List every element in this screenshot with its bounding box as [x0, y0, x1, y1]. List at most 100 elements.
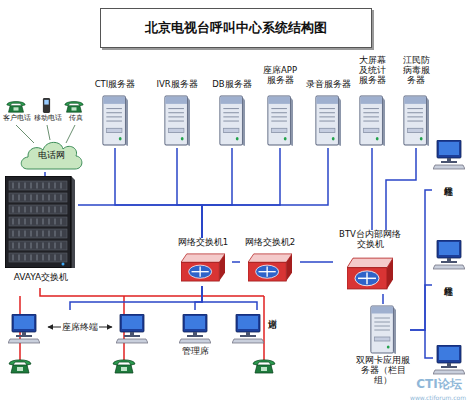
- icon-part: [55, 207, 56, 213]
- icon-part: [11, 365, 29, 373]
- icon-part: [271, 128, 287, 132]
- network-link: [202, 148, 280, 238]
- icon-part: [223, 121, 239, 122]
- icon-part: [37, 195, 38, 201]
- server-box: 江民防病毒服务器: [396, 56, 436, 148]
- icon-part: [65, 102, 83, 106]
- icon-part: [25, 219, 26, 225]
- icon-part: [37, 231, 38, 237]
- server-box: CTI服务器: [90, 80, 140, 148]
- icon-part: [37, 255, 38, 261]
- icon-part: [220, 96, 243, 145]
- icon-part: [31, 243, 32, 249]
- node-label: 双网卡应用服务器（栏目组）: [356, 356, 410, 385]
- icon-part: [106, 121, 122, 122]
- icon-part: [13, 207, 14, 213]
- icon-part: [433, 165, 465, 169]
- node-label: 录音服务器: [305, 80, 351, 90]
- icon-part: [25, 231, 26, 237]
- icon-part: [9, 193, 67, 202]
- server-box: 大屏幕及统计服务器: [353, 56, 391, 148]
- switch-icon: [248, 252, 292, 282]
- icon-part: [374, 330, 390, 331]
- icon-part: [25, 183, 26, 189]
- voice-wiring: [20, 288, 264, 360]
- icon-part: [9, 360, 31, 365]
- icon-part: [8, 339, 40, 343]
- icon-part: [19, 183, 20, 189]
- icon-part: [25, 195, 26, 201]
- icon-part: [387, 345, 390, 348]
- icon-part: [49, 255, 50, 261]
- icon-part: [433, 370, 465, 374]
- icon-part: [14, 107, 19, 110]
- icon-part: [165, 97, 187, 104]
- icon-part: [447, 258, 451, 261]
- watermark: www.ctiforum.com: [408, 395, 468, 402]
- icon-part: [404, 96, 427, 145]
- voice-drop: [263, 296, 265, 360]
- switch-icon: [347, 256, 393, 290]
- icon-part: [106, 112, 122, 113]
- icon-part: [106, 116, 122, 117]
- icon-part: [347, 258, 393, 268]
- network-link: [382, 294, 384, 304]
- phone-icon: [113, 360, 135, 373]
- icon-part: [43, 231, 44, 237]
- icon-part: [61, 231, 62, 237]
- icon-part: [25, 243, 26, 249]
- node-label: AVAYA交换机: [4, 272, 78, 282]
- icon-part: [246, 332, 250, 335]
- icon-part: [61, 207, 62, 213]
- icon-part: [19, 231, 20, 237]
- network-link: [44, 172, 46, 176]
- icon-part: [19, 219, 20, 225]
- switch-icon: [181, 252, 225, 282]
- computer-icon: [232, 314, 264, 344]
- icon-part: [439, 242, 459, 255]
- caller-label: 客户电话: [2, 115, 32, 122]
- icon-part: [55, 231, 56, 237]
- icon-part: [183, 314, 207, 332]
- node-label: 大屏幕及统计服务器: [357, 56, 387, 85]
- icon-part: [363, 112, 379, 113]
- customer-links: [16, 125, 75, 143]
- icon-part: [44, 100, 49, 105]
- icon-part: [407, 128, 423, 132]
- icon-part: [13, 183, 14, 189]
- icon-part: [49, 183, 50, 189]
- icon-part: [232, 339, 264, 343]
- icon-part: [31, 255, 32, 261]
- voice-trunk: [40, 288, 264, 296]
- network-link: [177, 148, 202, 238]
- terminal-box: 栏目终端: [432, 140, 466, 230]
- computer-icon: [116, 314, 148, 344]
- network-link: [232, 261, 240, 263]
- computer-icon: [8, 314, 40, 344]
- icon-part: [248, 254, 292, 262]
- server-icon: [359, 94, 385, 146]
- node-label: 网络交换机2: [240, 238, 300, 248]
- icon-part: [355, 271, 379, 286]
- icon-part: [13, 195, 14, 201]
- icon-part: [168, 116, 184, 117]
- icon-part: [271, 112, 287, 113]
- server-box: 录音服务器: [305, 80, 351, 148]
- icon-part: [441, 261, 457, 263]
- pbx-cabinet: [5, 176, 75, 268]
- icon-part: [67, 106, 82, 113]
- icon-part: [439, 347, 459, 360]
- customer-wire: [16, 125, 34, 143]
- icon-part: [17, 367, 23, 371]
- icon-part: [19, 243, 20, 249]
- icon-part: [119, 137, 122, 140]
- node-label: 江民防病毒服务器: [401, 56, 431, 85]
- icon-part: [376, 137, 379, 140]
- icon-part: [61, 195, 62, 201]
- icon-part: [271, 116, 287, 117]
- icon-part: [437, 140, 461, 158]
- icon-part: [13, 219, 14, 225]
- icon-part: [19, 207, 20, 213]
- icon-part: [181, 137, 184, 140]
- icon-part: [268, 96, 291, 145]
